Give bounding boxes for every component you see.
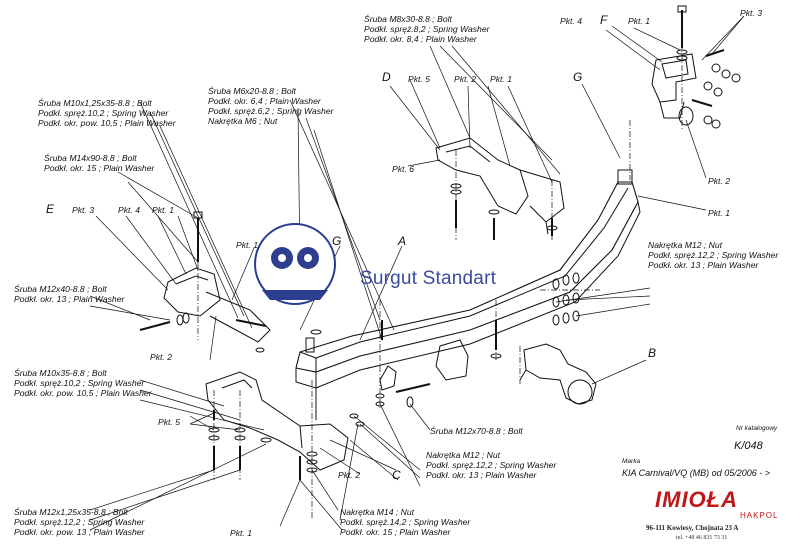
bracket-f xyxy=(651,5,697,126)
label-nut-m12-bottom: Nakrętka M12 ; Nut Podkł. spręż.12,2 ; S… xyxy=(426,450,557,480)
pkt-3-top: Pkt. 3 xyxy=(740,8,762,18)
watermark-logo xyxy=(254,223,336,305)
label-nut-m12-right: Nakrętka M12 ; Nut Podkł. spręż.12,2 ; S… xyxy=(648,240,779,270)
label-bolt-m12x125x35: Śruba M12x1,25x35-8.8 ; Bolt Podkł. sprę… xyxy=(14,507,145,537)
label-bolt-m10x125x35: Śruba M10x1,25x35-8.8 ; Bolt Podkł. sprę… xyxy=(38,98,176,128)
towball-b xyxy=(519,343,597,405)
watermark-text: Surgut Standart xyxy=(360,268,497,289)
make-label: Marka xyxy=(622,458,641,465)
letter-g-mid: G xyxy=(332,234,342,248)
catalog-number: K/048 xyxy=(734,440,763,452)
bracket-d xyxy=(435,137,565,235)
label-nut-m14: Nakrętka M14 ; Nut Podkł. spręż.14,2 ; S… xyxy=(340,507,471,537)
pkt-6: Pkt. 6 xyxy=(392,164,414,174)
label-bolt-m12x70: Śruba M12x70-8.8 ; Bolt xyxy=(430,426,523,436)
letter-f: F xyxy=(600,13,608,27)
pkt-2-left: Pkt. 2 xyxy=(150,352,172,362)
socket-plate xyxy=(379,339,469,391)
pkt-2-right: Pkt. 2 xyxy=(708,176,730,186)
letter-b: B xyxy=(648,346,657,360)
leader-lines xyxy=(89,15,745,531)
label-bolt-m14x90: Śruba M14x90-8.8 ; Bolt Podkł. okr. 15 ;… xyxy=(44,153,155,173)
label-bolt-m12x40: Śruba M12x40-8.8 ; Bolt Podkł. okr. 13 ;… xyxy=(14,284,125,304)
pkt-1-left: Pkt. 1 xyxy=(152,205,174,215)
brand-address: 96-111 Kowiesy, Chojnata 23 A xyxy=(646,524,739,532)
pkt-1-top: Pkt. 1 xyxy=(628,16,650,26)
letter-a: A xyxy=(398,234,407,248)
letter-g-top: G xyxy=(573,70,583,84)
hardware xyxy=(139,49,741,480)
pkt-2-bottom: Pkt. 2 xyxy=(338,470,360,480)
pkt-4-left: Pkt. 4 xyxy=(118,205,140,215)
letter-d: D xyxy=(382,70,391,84)
pkt-5-bottom: Pkt. 5 xyxy=(158,417,180,427)
pkt-1-mid: Pkt. 1 xyxy=(236,240,258,250)
label-bolt-m8x30: Śruba M8x30-8.8 ; Bolt Podkł. spręż.8,2 … xyxy=(364,14,490,44)
pkt-2-top: Pkt. 2 xyxy=(454,74,476,84)
brand-logo: IMIOŁA xyxy=(655,487,738,512)
pkt-1-right: Pkt. 1 xyxy=(708,208,730,218)
brand-phone: tel. +48 46 831 73 31 xyxy=(676,535,728,541)
pkt-3-left: Pkt. 3 xyxy=(72,205,94,215)
label-bolt-m6x20: Śruba M6x20-8.8 ; Bolt Podkł. okr. 6,4 ;… xyxy=(208,86,334,126)
pkt-1-bottom: Pkt. 1 xyxy=(230,528,252,538)
letter-c: C xyxy=(392,468,401,482)
catalog-label: Nr katalogowy xyxy=(736,425,778,432)
bracket-e xyxy=(163,211,271,343)
crossbar-a xyxy=(295,169,641,389)
pkt-1-top-mid: Pkt. 1 xyxy=(490,74,512,84)
letter-e: E xyxy=(46,202,55,216)
vehicle-model: KIA Carnival/VQ (MB) od 05/2006 - > xyxy=(622,468,770,478)
brand-sub: HAKPOL xyxy=(740,511,779,520)
alignment-lines xyxy=(197,10,683,520)
pkt-4-top: Pkt. 4 xyxy=(560,16,582,26)
pkt-5-top: Pkt. 5 xyxy=(408,74,430,84)
label-bolt-m10x35: Śruba M10x35-8.8 ; Bolt Podkł. spręż.10,… xyxy=(14,368,152,398)
